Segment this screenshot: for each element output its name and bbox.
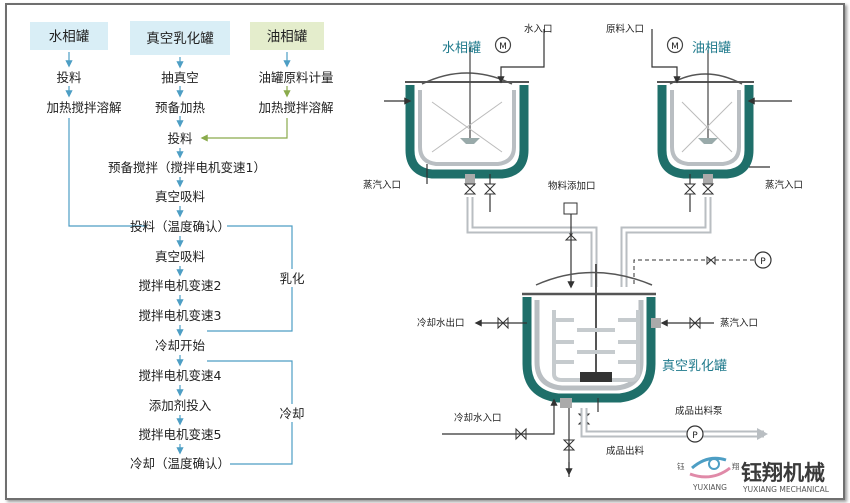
- vacuum-step-2: 预备加热: [155, 100, 206, 115]
- main-step-7: 搅拌电机变速3: [139, 308, 222, 323]
- water-inlet-label: 水入口: [524, 23, 553, 35]
- oil-step-2: 加热搅拌溶解: [258, 100, 333, 115]
- brand-logo-cn-left: 钰: [677, 461, 685, 471]
- header-vacuum-box: [130, 21, 230, 55]
- main-step-3: 真空吸料: [155, 189, 206, 204]
- main-step-1: 投料: [167, 131, 193, 146]
- raw-inlet-line: [651, 29, 681, 84]
- water-tank: [405, 47, 529, 212]
- main-step-11: 搅拌电机变速5: [139, 427, 222, 442]
- cool-out-label: 冷却水出口: [417, 317, 465, 329]
- product-pipe: [580, 408, 764, 438]
- oil-feed-line: [200, 118, 288, 142]
- brand-logo-text: YUXIANG: [692, 483, 727, 492]
- steam-inlet-main-label: 蒸汽入口: [720, 317, 758, 329]
- header-vacuum: 真空乳化罐: [146, 31, 214, 47]
- main-step-5: 真空吸料: [155, 249, 206, 264]
- oil-tank-title: 油相罐: [692, 41, 731, 56]
- product-pump: [686, 425, 704, 443]
- water-step-2: 加热搅拌溶解: [46, 100, 121, 115]
- oil-transfer-pipe: [620, 197, 712, 287]
- main-step-10: 添加剂投入: [149, 398, 212, 413]
- main-step-9: 搅拌电机变速4: [139, 368, 222, 383]
- brace-cool-label: 冷却: [279, 406, 304, 421]
- oil-tank: [657, 50, 754, 212]
- steam-inlet-right-label: 蒸汽入口: [765, 179, 803, 191]
- cool-in-label: 冷却水入口: [454, 412, 502, 424]
- process-diagram: 水相罐 真空乳化罐 油相罐 投料 加热搅拌溶解 抽真空 预备加热 油罐原料计量 …: [30, 21, 830, 494]
- header-water: 水相罐: [49, 29, 90, 45]
- vacuum-tank-title: 真空乳化罐: [662, 359, 727, 374]
- additive-inlet-label: 物料添加口: [548, 180, 596, 192]
- vacuum-tank: [522, 264, 656, 412]
- main-step-2: 预备搅拌（搅拌电机变速1）: [108, 160, 266, 175]
- main-sequence: 投料预备搅拌（搅拌电机变速1）真空吸料投料（温度确认）真空吸料搅拌电机变速2搅拌…: [108, 131, 266, 471]
- cool-in-line: [442, 398, 558, 435]
- brace-emulsify-label: 乳化: [279, 271, 305, 286]
- water-motor: [494, 36, 512, 54]
- brand-logo: [689, 456, 731, 479]
- product-pump-label: P: [692, 431, 698, 441]
- product-out-label: 成品出料: [606, 445, 645, 457]
- steam-inlet-left-label: 蒸汽入口: [363, 179, 401, 191]
- water-motor-label: M: [499, 42, 507, 52]
- vacuum-pump-label: P: [760, 257, 766, 267]
- oil-motor: [666, 36, 684, 54]
- brace-label-bg: [274, 404, 310, 422]
- vacuum-step-1: 抽真空: [161, 70, 199, 85]
- main-step-12: 冷却（温度确认）: [130, 456, 230, 471]
- steam-port: [651, 318, 661, 328]
- vacuum-line: [633, 259, 754, 287]
- header-oil-box: [250, 22, 324, 50]
- additive-hopper: [563, 202, 578, 215]
- vacuum-pump: [754, 251, 772, 269]
- water-feed-line: [68, 118, 147, 227]
- header-water-box: [30, 22, 108, 50]
- product-arrow: [757, 428, 768, 440]
- main-step-4: 投料（温度确认）: [130, 219, 230, 234]
- main-step-8: 冷却开始: [155, 338, 206, 353]
- oil-step-1: 油罐原料计量: [258, 70, 333, 85]
- water-step-1: 投料: [56, 70, 82, 85]
- water-inlet-line: [497, 29, 545, 84]
- product-pump-text: 成品出料泵: [675, 405, 723, 417]
- water-tank-title: 水相罐: [442, 41, 481, 56]
- brand-name-en: YUXIANG MECHANICAL: [742, 485, 830, 494]
- header-oil: 油相罐: [267, 29, 308, 45]
- brace-label-bg: [274, 269, 310, 287]
- brand-logo-cn-right: 翔: [732, 461, 740, 471]
- oil-motor-label: M: [671, 42, 679, 52]
- brand-name-cn: 钰翔机械: [741, 461, 825, 485]
- main-step-6: 搅拌电机变速2: [139, 278, 222, 293]
- diagram-frame: 水相罐 真空乳化罐 油相罐 投料 加热搅拌溶解 抽真空 预备加热 油罐原料计量 …: [5, 3, 845, 500]
- raw-inlet-label: 原料入口: [606, 23, 644, 35]
